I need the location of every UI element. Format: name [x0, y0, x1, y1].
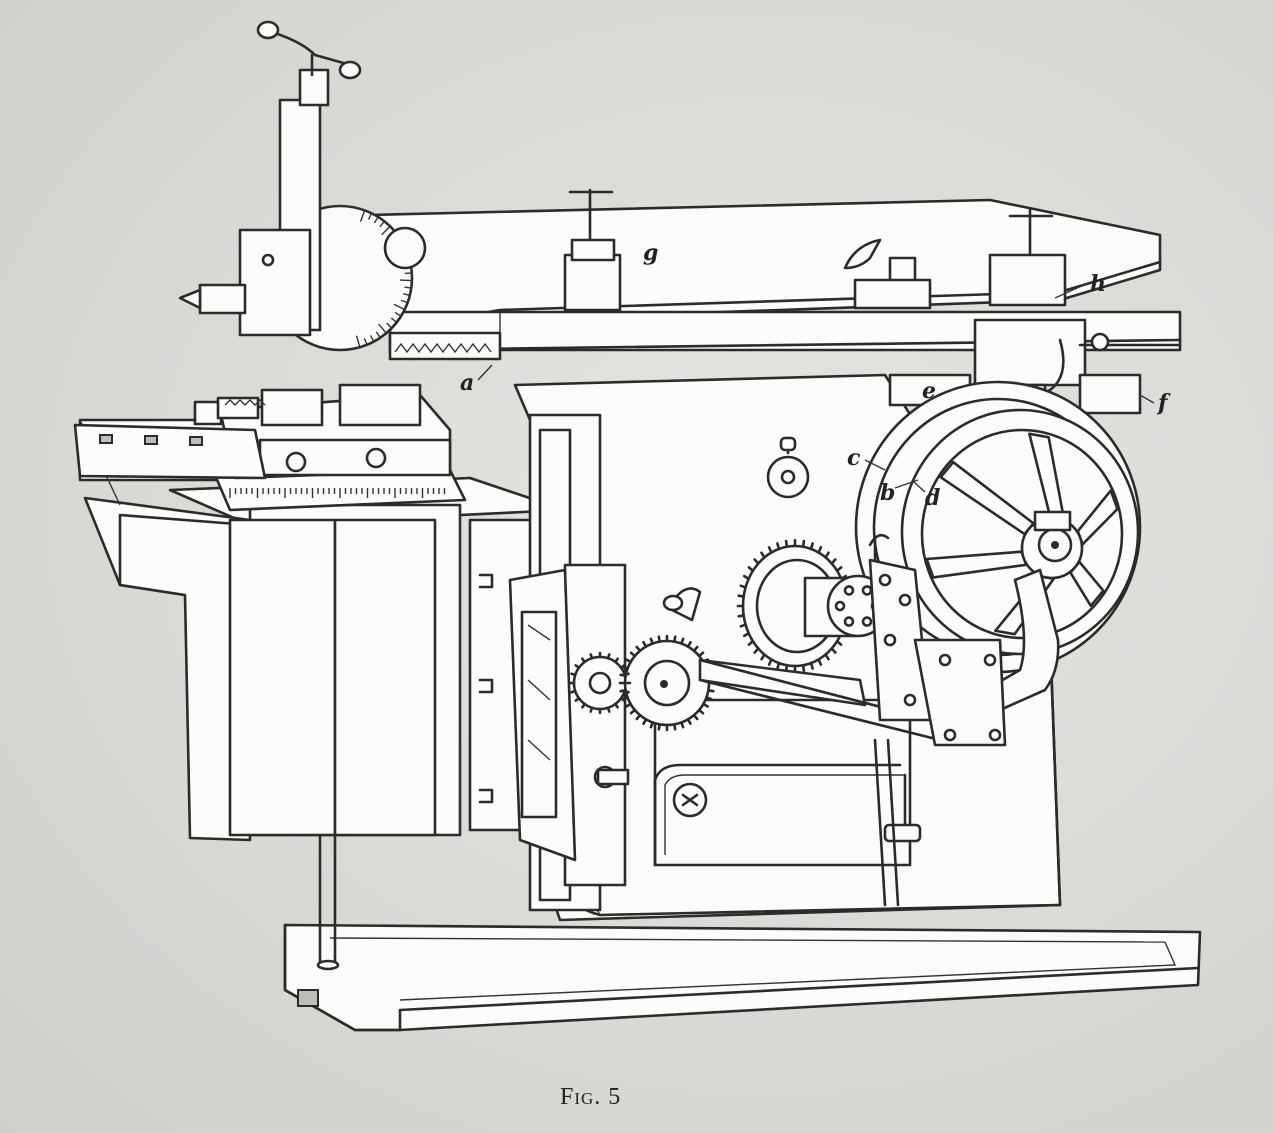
caption-number: 5 — [608, 1084, 622, 1110]
callout-d: d — [925, 485, 940, 511]
vise — [73, 383, 467, 512]
callout-a: a — [460, 370, 474, 396]
tool-head — [178, 20, 427, 352]
figure-caption: Fig. 5 — [560, 1084, 760, 1111]
drive-pulley — [736, 380, 1142, 747]
column-knob — [766, 436, 810, 499]
feed-mechanism — [508, 413, 952, 912]
callout-h: h — [1090, 271, 1106, 297]
callout-b: b — [880, 480, 895, 506]
callout-e: e — [922, 378, 936, 404]
callout-f: f — [1156, 390, 1171, 416]
callout-labels: a g h e f c b d — [460, 240, 1171, 511]
callout-g: g — [643, 240, 658, 266]
caption-prefix: Fig. — [560, 1084, 602, 1110]
machine-base — [283, 923, 1202, 1032]
callout-c: c — [847, 445, 861, 471]
ram-adjusters — [563, 188, 1067, 312]
